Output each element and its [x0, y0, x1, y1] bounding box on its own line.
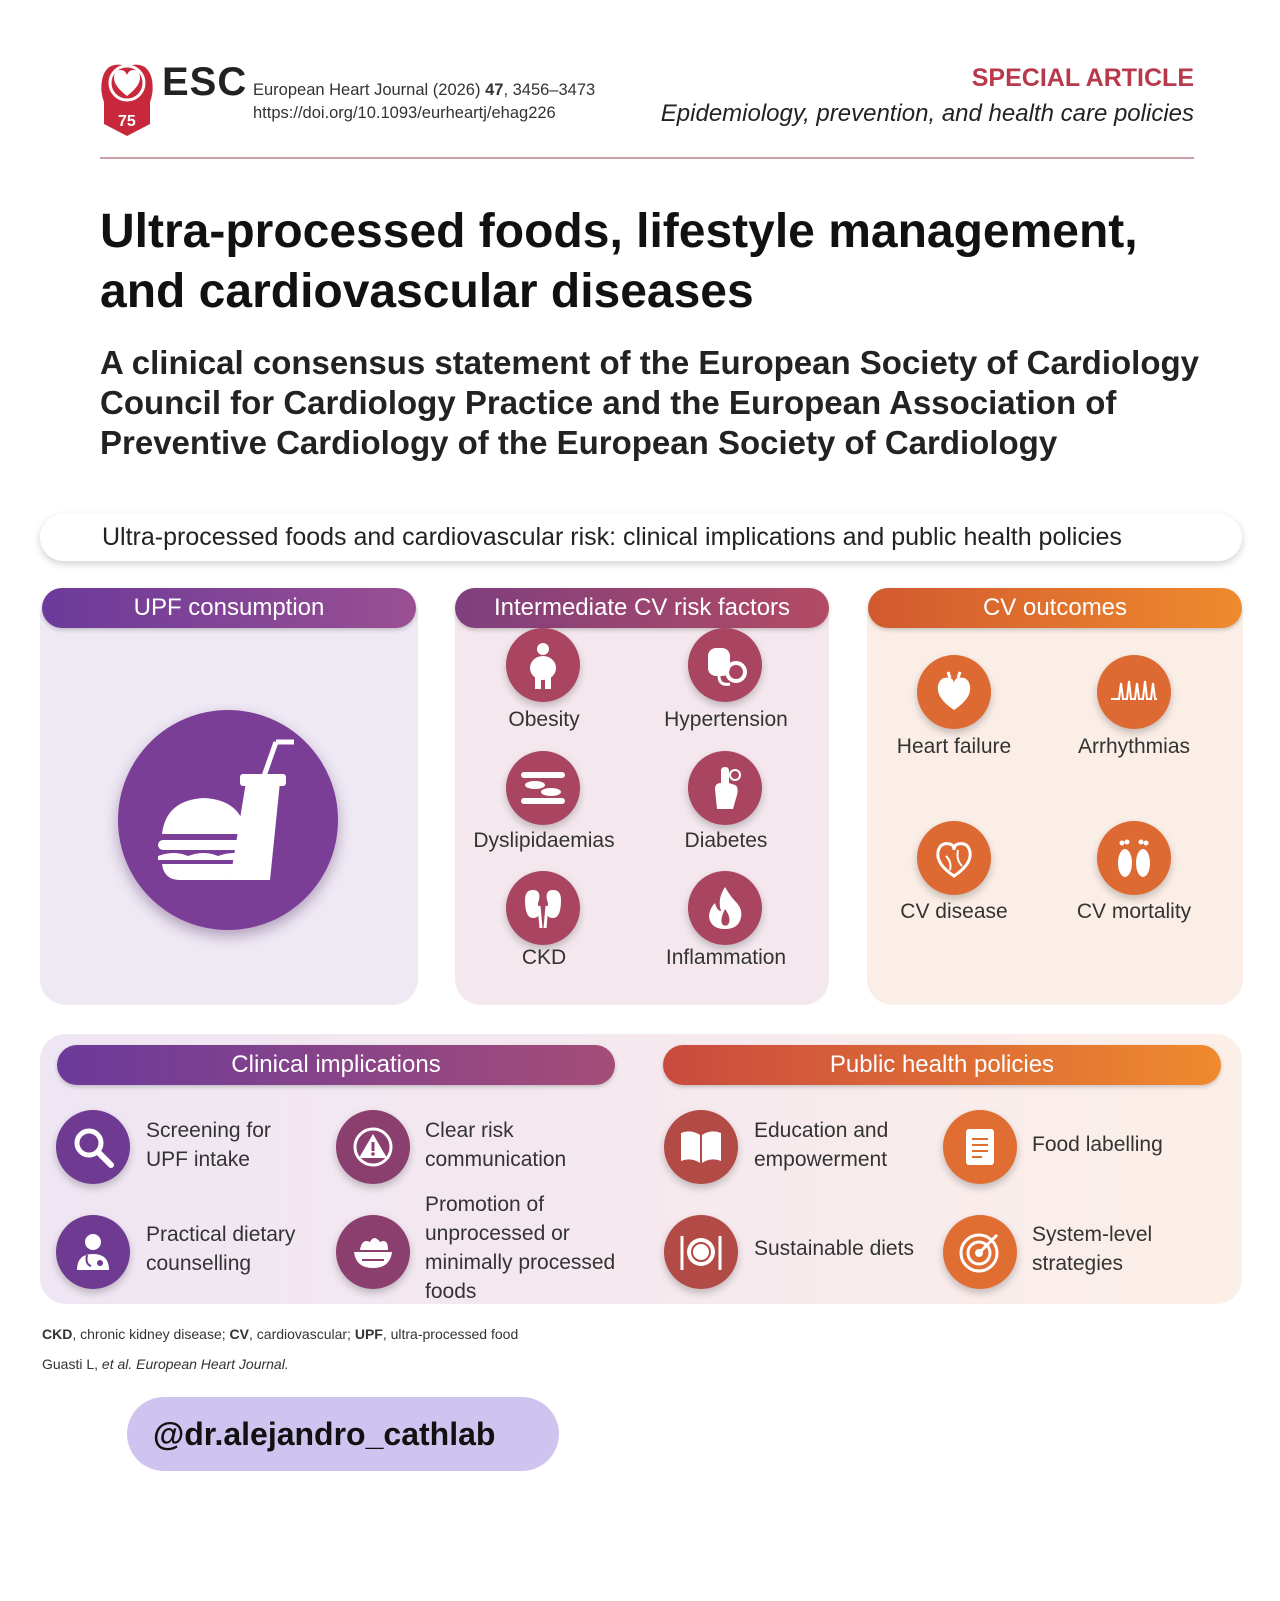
public-health-policies-title: Public health policies — [663, 1045, 1221, 1085]
cv-outcomes-panel — [867, 590, 1243, 1005]
plate-icon — [664, 1215, 738, 1289]
clinical-item-counselling-l1: Practical dietary — [146, 1223, 296, 1246]
risk-label-obesity: Obesity — [508, 708, 580, 731]
glucose-finger-icon — [688, 751, 762, 825]
clinical-item-screening-l1: Screening for — [146, 1119, 271, 1142]
summary-banner: Ultra-processed foods and cardiovascular… — [40, 514, 1242, 561]
ecg-icon — [1097, 655, 1171, 729]
clinical-item-risk-communication: Clear risk communication — [425, 1116, 566, 1174]
clinical-item-promotion-l4: foods — [425, 1280, 477, 1303]
abbr-upf: UPF — [354, 1326, 383, 1342]
risk-label-ckd: CKD — [521, 946, 567, 969]
search-icon — [56, 1110, 130, 1184]
clinical-item-promotion-l2: unprocessed or — [425, 1222, 570, 1245]
risk-label-dyslipidaemias: Dyslipidaemias — [473, 829, 615, 852]
kidneys-icon — [506, 871, 580, 945]
logo-text: ESC — [162, 60, 248, 104]
policy-item-education: Education and empowerment — [754, 1116, 888, 1174]
clinical-item-risk-l1: Clear risk — [425, 1119, 514, 1142]
obesity-icon — [506, 628, 580, 702]
artery-plaque-icon — [506, 751, 580, 825]
clinical-item-promotion: Promotion of unprocessed or minimally pr… — [425, 1190, 615, 1306]
page-title: Ultra-processed foods, lifestyle managem… — [100, 205, 1138, 318]
def-upf: , ultra-processed food — [382, 1326, 519, 1342]
outcome-label-arrhythmias: Arrhythmias — [1077, 735, 1191, 758]
policy-item-labelling: Food labelling — [1032, 1133, 1163, 1156]
clinical-item-risk-l2: communication — [425, 1148, 567, 1171]
watermark-handle: @dr.alejandro_cathlab — [127, 1397, 559, 1471]
journal-name: European Heart Journal (2026) — [253, 81, 481, 99]
journal-citation: European Heart Journal (2026) 47, 3456–3… — [253, 79, 595, 125]
journal-volume: 47 — [485, 81, 504, 99]
citation-etal: et al. — [101, 1356, 133, 1372]
abbreviations-footnote: CKD, chronic kidney disease; CV, cardiov… — [42, 1326, 518, 1342]
policy-item-education-l2: empowerment — [754, 1148, 888, 1171]
logo-badge: 75 — [118, 113, 136, 130]
outcome-label-cv-disease: CV disease — [900, 900, 1008, 923]
abbr-ckd: CKD — [42, 1326, 73, 1342]
risk-label-hypertension: Hypertension — [664, 708, 788, 731]
risk-label-diabetes: Diabetes — [684, 829, 768, 852]
salad-bowl-icon — [336, 1215, 410, 1289]
section-label: Epidemiology, prevention, and health car… — [660, 100, 1194, 127]
clinical-item-counselling: Practical dietary counselling — [146, 1220, 295, 1278]
clinical-item-promotion-l1: Promotion of — [425, 1193, 545, 1216]
clinical-item-promotion-l3: minimally processed — [425, 1251, 616, 1274]
esc-logo: 75 — [100, 56, 155, 142]
def-cv: , cardiovascular; — [249, 1326, 355, 1342]
fast-food-icon — [118, 710, 338, 930]
outcome-label-cv-mortality: CV mortality — [1076, 900, 1192, 923]
label-icon — [943, 1110, 1017, 1184]
book-icon — [664, 1110, 738, 1184]
doi-link[interactable]: https://doi.org/10.1093/eurheartj/ehag22… — [253, 104, 556, 122]
doctor-icon — [56, 1215, 130, 1289]
outcome-label-heart-failure: Heart failure — [896, 735, 1012, 758]
clinical-item-counselling-l2: counselling — [146, 1252, 252, 1275]
def-ckd: , chronic kidney disease; — [72, 1326, 230, 1342]
risk-panel-title: Intermediate CV risk factors — [455, 588, 829, 628]
outcomes-panel-title: CV outcomes — [868, 588, 1242, 628]
citation-journal: European Heart Journal. — [132, 1356, 289, 1372]
policy-item-system: System-level strategies — [1032, 1220, 1152, 1278]
risk-label-inflammation: Inflammation — [665, 946, 787, 969]
citation-footnote: Guasti L, et al. European Heart Journal. — [42, 1356, 289, 1372]
article-type: SPECIAL ARTICLE — [971, 64, 1194, 92]
warning-icon — [336, 1110, 410, 1184]
policy-item-education-l1: Education and — [754, 1119, 889, 1142]
policy-item-system-l2: strategies — [1032, 1252, 1124, 1275]
feet-icon — [1097, 821, 1171, 895]
abbr-cv: CV — [229, 1326, 249, 1342]
header-divider — [100, 157, 1194, 159]
journal-pages: , 3456–3473 — [503, 81, 596, 99]
blood-pressure-icon — [688, 628, 762, 702]
policy-item-system-l1: System-level — [1032, 1223, 1153, 1246]
heart-icon — [917, 655, 991, 729]
heart-vessels-icon — [917, 821, 991, 895]
citation-authors: Guasti L, — [42, 1356, 102, 1372]
policy-item-sustainable: Sustainable diets — [754, 1237, 914, 1260]
clinical-item-screening: Screening for UPF intake — [146, 1116, 271, 1174]
flame-icon — [688, 871, 762, 945]
page-subtitle: A clinical consensus statement of the Eu… — [100, 344, 1200, 461]
upf-panel-title: UPF consumption — [42, 588, 416, 628]
clinical-implications-title: Clinical implications — [57, 1045, 615, 1085]
target-icon — [943, 1215, 1017, 1289]
clinical-item-screening-l2: UPF intake — [146, 1148, 250, 1171]
